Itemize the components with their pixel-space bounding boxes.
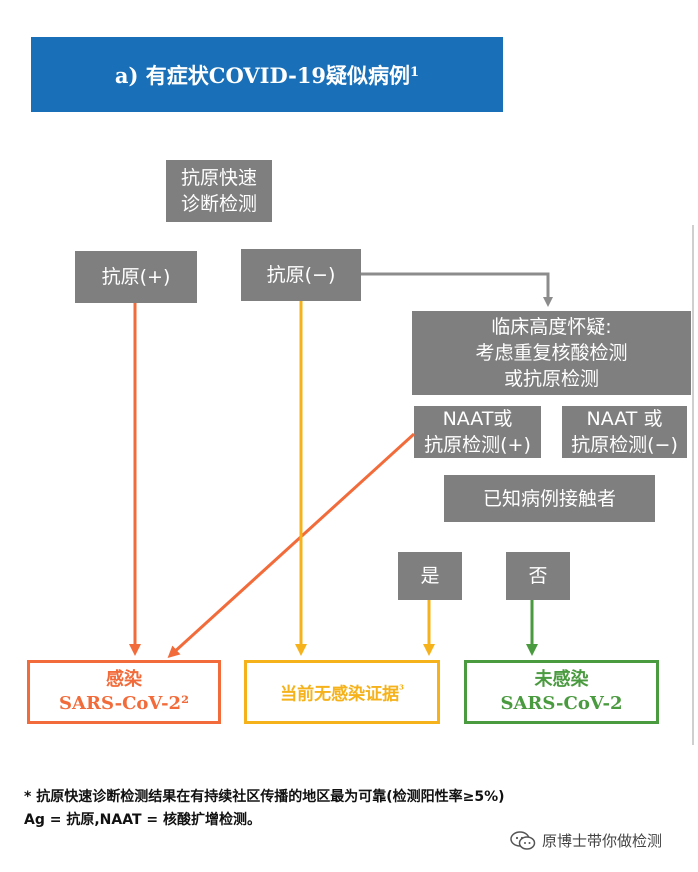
node-yes: 是 (398, 552, 462, 600)
result-not-infected: 未感染 SARS-CoV-2 (464, 660, 659, 724)
footnote-line1: * 抗原快速诊断检测结果在有持续社区传播的地区最为可靠(检测阳性率≥5%) (24, 789, 505, 805)
footnote: * 抗原快速诊断检测结果在有持续社区传播的地区最为可靠(检测阳性率≥5%) Ag… (24, 786, 674, 832)
watermark-text: 原博士带你做检测 (542, 832, 663, 850)
node-antigen-positive: 抗原(+) (75, 251, 197, 303)
result-infected: 感染 SARS-CoV-2² (27, 660, 221, 724)
arrow-neg-to-clinical (361, 272, 553, 307)
clinical-line3: 或抗原检测 (503, 368, 599, 390)
watermark: 原博士带你做检测 (510, 830, 662, 851)
node-rapid-test-line2: 诊断检测 (180, 193, 257, 215)
node-antigen-negative: 抗原(−) (241, 249, 361, 301)
clinical-line2: 考虑重复核酸检测 (475, 342, 628, 364)
node-no: 否 (506, 552, 570, 600)
title-text: a) 有症状COVID-19疑似病例 (114, 62, 411, 88)
wechat-icon (510, 830, 536, 850)
arrow-naat-pos-to-infected (167, 432, 416, 659)
node-known-contact: 已知病例接触者 (444, 475, 655, 522)
footnote-line2: Ag = 抗原,NAAT = 核酸扩增检测。 (24, 812, 261, 828)
node-rapid-test-line1: 抗原快速 (180, 167, 257, 189)
node-naat-negative: NAAT 或 抗原检测(−) (562, 406, 687, 458)
node-naat-positive: NAAT或 抗原检测(+) (414, 406, 541, 458)
page-edge-line (692, 225, 694, 745)
node-clinical-suspicion: 临床高度怀疑: 考虑重复核酸检测 或抗原检测 (412, 311, 691, 395)
node-rapid-antigen-test: 抗原快速 诊断检测 (166, 160, 272, 222)
clinical-line1: 临床高度怀疑: (491, 316, 612, 338)
title-superscript: 1 (410, 65, 420, 80)
result-no-current-evidence: 当前无感染证据³ (244, 660, 440, 724)
